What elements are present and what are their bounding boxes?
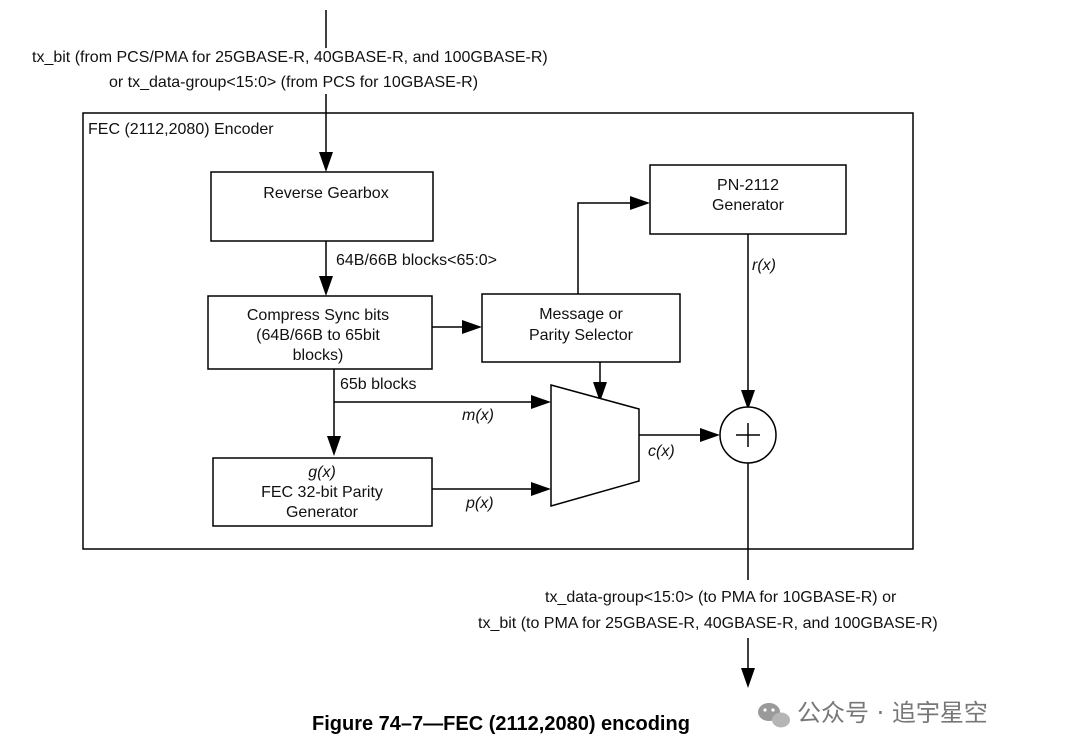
m-x-arrow bbox=[531, 395, 551, 409]
c-x-label: c(x) bbox=[648, 443, 675, 460]
wechat-icon bbox=[758, 703, 790, 728]
pn-to-adder-arrow bbox=[741, 390, 755, 410]
blocks-65b-label: 65b blocks bbox=[340, 376, 417, 393]
fec-parity-generator-block bbox=[212, 457, 433, 527]
compress-to-selector-arrow bbox=[462, 320, 482, 334]
g-x-label: g(x) bbox=[308, 464, 336, 481]
plus-circle-icon bbox=[719, 406, 777, 464]
p-x-arrow bbox=[531, 482, 551, 496]
watermark-text: 公众号 · 追宇星空 bbox=[797, 699, 988, 727]
message-parity-selector-block bbox=[481, 293, 681, 363]
selector-to-mux-arrow bbox=[593, 382, 607, 402]
output-label-line2: tx_bit (to PMA for 25GBASE-R, 40GBASE-R,… bbox=[478, 615, 938, 632]
compress-sync-line1: Compress Sync bits bbox=[247, 307, 389, 324]
r-x-label: r(x) bbox=[752, 257, 776, 274]
pn-2112-generator-block bbox=[649, 164, 847, 235]
selector-to-pn-wire bbox=[577, 202, 630, 294]
selector-line2: Parity Selector bbox=[529, 327, 634, 344]
parity-generator-line2: Generator bbox=[286, 504, 359, 521]
gearbox-to-compress-arrow bbox=[319, 276, 333, 296]
compress-sync-line2: (64B/66B to 65bit bbox=[256, 327, 380, 344]
selector-to-pn-arrow bbox=[630, 196, 650, 210]
input-label-line2: or tx_data-group<15:0> (from PCS for 10G… bbox=[109, 74, 478, 91]
figure-caption: Figure 74–7—FEC (2112,2080) encoding bbox=[312, 713, 690, 735]
selector-line1: Message or bbox=[539, 306, 623, 323]
compress-to-parity-arrow bbox=[327, 436, 341, 456]
encoder-frame bbox=[82, 112, 914, 550]
pn-generator-line2: Generator bbox=[712, 197, 785, 214]
compress-sync-block bbox=[207, 295, 433, 370]
output-arrow bbox=[741, 668, 755, 688]
pn-generator-line1: PN-2112 bbox=[717, 177, 779, 194]
reverse-gearbox-label: Reverse Gearbox bbox=[263, 185, 388, 202]
input-arrow bbox=[319, 152, 333, 172]
mux-trapezoid-icon bbox=[550, 384, 640, 507]
output-label-line1: tx_data-group<15:0> (to PMA for 10GBASE-… bbox=[545, 589, 897, 606]
compress-sync-line3: blocks) bbox=[293, 347, 344, 364]
parity-generator-line1: FEC 32-bit Parity bbox=[261, 484, 383, 501]
input-label-line1: tx_bit (from PCS/PMA for 25GBASE-R, 40GB… bbox=[32, 49, 548, 66]
c-x-arrow bbox=[700, 428, 720, 442]
encoder-label: FEC (2112,2080) Encoder bbox=[88, 121, 274, 138]
m-x-label: m(x) bbox=[462, 407, 494, 424]
blocks-64b66b-label: 64B/66B blocks<65:0> bbox=[336, 252, 497, 269]
p-x-label: p(x) bbox=[465, 495, 494, 512]
reverse-gearbox-block bbox=[210, 171, 434, 242]
